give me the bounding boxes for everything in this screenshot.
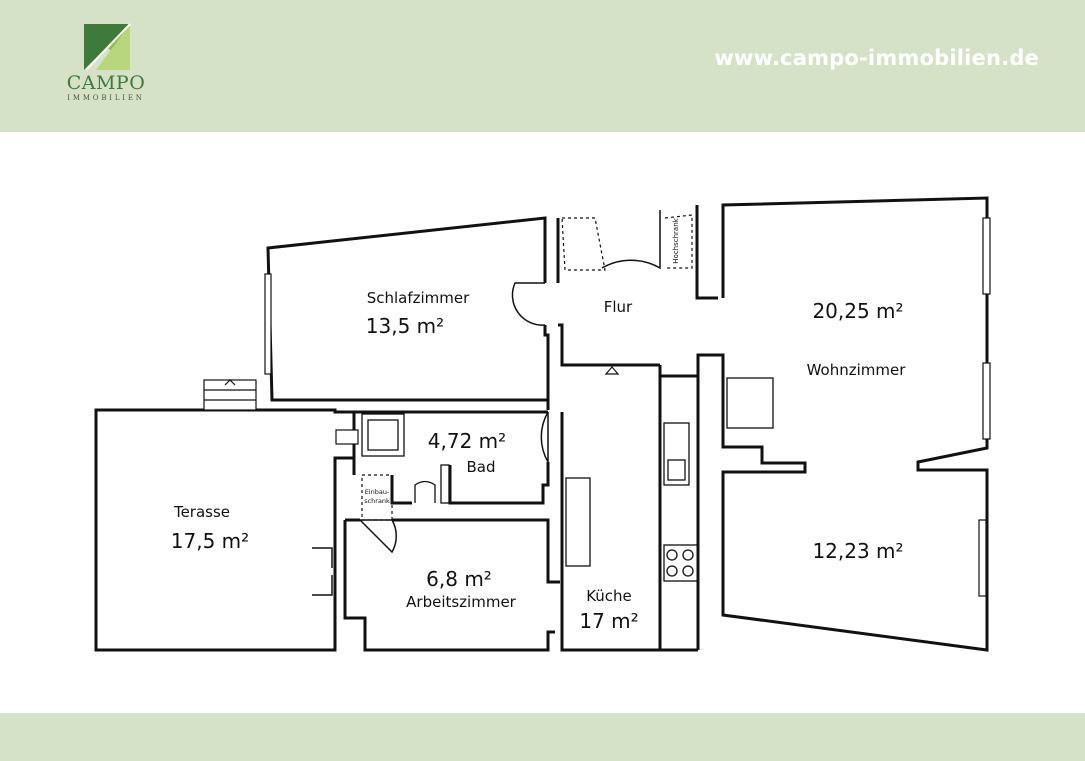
window <box>978 519 987 597</box>
windows <box>264 217 991 597</box>
room-wohnzimmer-name: Wohnzimmer <box>807 361 907 379</box>
header-band: CAMPO IMMOBILIEN www.campo-immobilien.de <box>0 0 1085 132</box>
room-terasse-name: Terasse <box>173 503 230 521</box>
kitchen-sink <box>663 422 690 486</box>
doors <box>312 210 661 596</box>
fireplace <box>726 377 774 429</box>
room-schlafzimmer-area: 13,5 m² <box>366 314 444 338</box>
room-wohnzimmer-area-lower: 12,23 m² <box>812 539 903 563</box>
stairs <box>203 366 620 411</box>
window <box>335 429 359 445</box>
toilet <box>414 480 436 503</box>
einbauschrank-label-2: schrank <box>364 497 390 505</box>
footer-band <box>0 713 1085 761</box>
room-terasse-area: 17,5 m² <box>171 529 249 553</box>
logo-subtitle: IMMOBILIEN <box>67 94 145 102</box>
window <box>982 362 991 440</box>
door-swing <box>511 282 546 326</box>
room-flur-name: Flur <box>604 298 633 316</box>
door-swing <box>359 519 398 554</box>
campo-logo[interactable]: CAMPO IMMOBILIEN <box>56 22 156 106</box>
hochschrank-label: Hochschrank <box>672 217 680 263</box>
kitchen-island <box>565 477 591 567</box>
shower <box>361 413 405 457</box>
room-wohnzimmer-area-upper: 20,25 m² <box>812 299 903 323</box>
room-schlafzimmer-name: Schlafzimmer <box>367 289 470 307</box>
walls <box>94 196 989 652</box>
room-arbeitszimmer-name: Arbeitszimmer <box>406 593 517 611</box>
room-kueche-name: Küche <box>586 587 632 605</box>
balcony-door <box>312 547 333 596</box>
stove <box>663 544 699 582</box>
window <box>264 273 272 375</box>
website-link[interactable]: www.campo-immobilien.de <box>714 46 1039 70</box>
logo-name: CAMPO <box>66 72 146 94</box>
einbauschrank-label-1: Einbau- <box>365 488 390 496</box>
room-bad-area: 4,72 m² <box>428 429 506 453</box>
leaf-logo-icon <box>84 23 131 71</box>
fixtures <box>361 377 774 582</box>
entry-dashed <box>361 214 693 521</box>
door-swing <box>601 210 661 270</box>
window <box>982 217 991 295</box>
room-arbeitszimmer-area: 6,8 m² <box>426 567 492 591</box>
room-bad-name: Bad <box>466 458 495 476</box>
room-kueche-area: 17 m² <box>579 609 638 633</box>
room-labels: Schlafzimmer 13,5 m² Flur 20,25 m² Wohnz… <box>171 289 906 633</box>
door-swing <box>540 411 549 463</box>
sink <box>440 464 450 504</box>
